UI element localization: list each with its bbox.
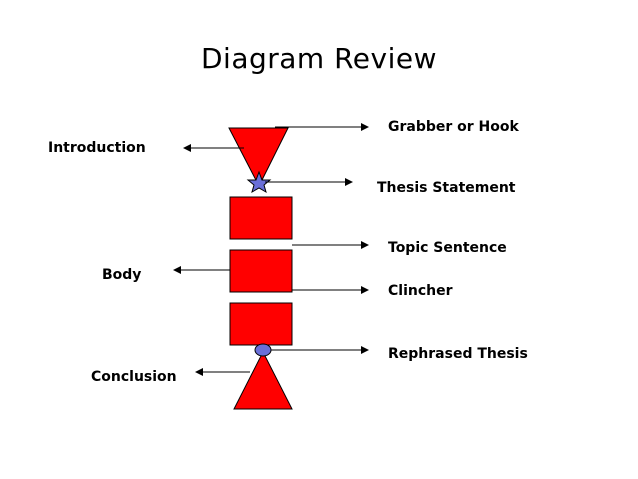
clincher-label: Clincher <box>388 283 453 299</box>
rephrased-thesis-label: Rephrased Thesis <box>388 346 528 362</box>
body-paragraph-2 <box>229 249 293 293</box>
rephrased-thesis-circle-icon <box>254 343 272 357</box>
body-label: Body <box>102 267 142 283</box>
page-title: Diagram Review <box>200 42 438 75</box>
body-paragraph-3 <box>229 302 293 346</box>
conclusion-label: Conclusion <box>91 369 177 385</box>
topic-sentence-label: Topic Sentence <box>388 240 507 256</box>
conclusion-triangle <box>233 350 293 410</box>
introduction-label: Introduction <box>48 140 146 156</box>
thesis-star-icon <box>246 170 272 194</box>
grabber-label: Grabber or Hook <box>388 119 519 135</box>
body-paragraph-1 <box>229 196 293 240</box>
thesis-label: Thesis Statement <box>377 180 516 196</box>
introduction-funnel <box>228 127 289 188</box>
